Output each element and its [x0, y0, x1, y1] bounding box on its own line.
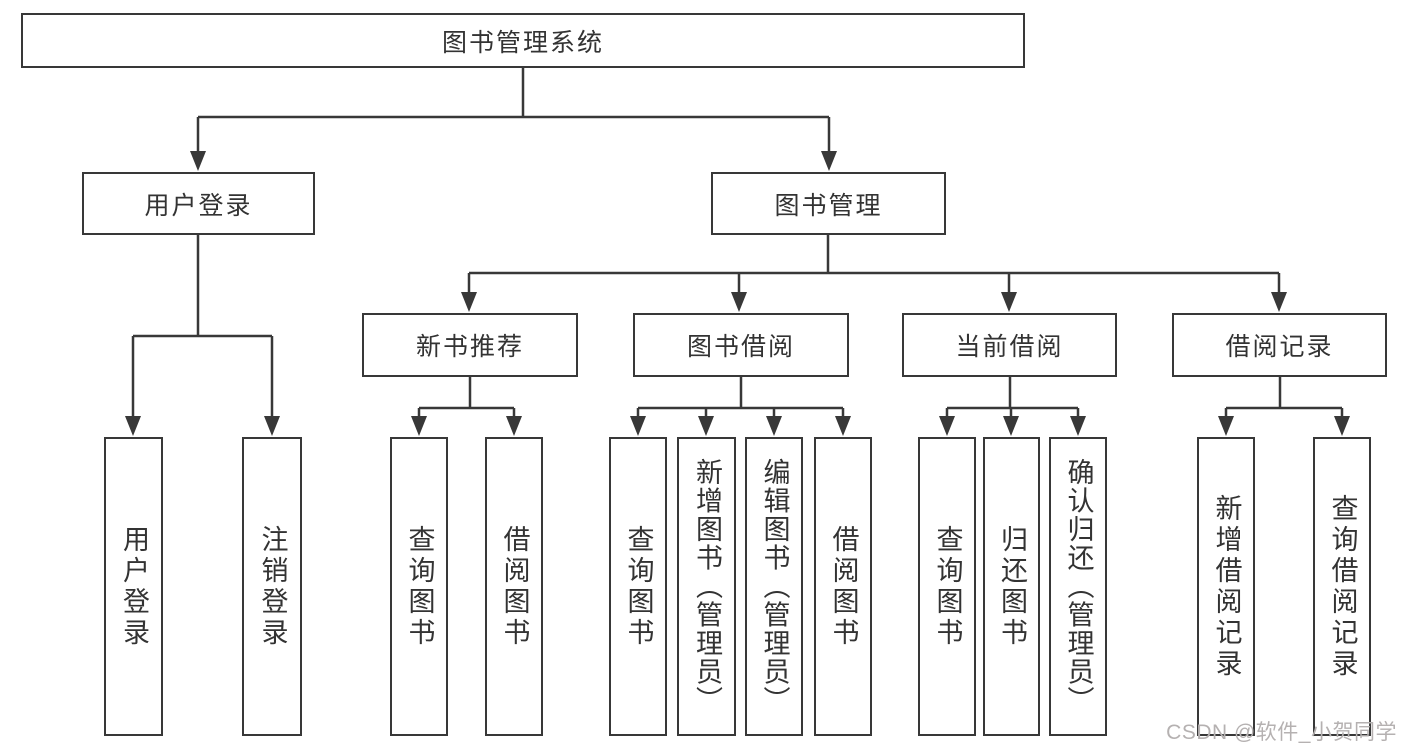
- leaf-add-book-admin: 新增图书（管理员）: [677, 437, 736, 736]
- node-current-borrowing: 当前借阅: [902, 313, 1117, 377]
- leaf-confirm-return-admin: 确认归还（管理员）: [1049, 437, 1107, 736]
- leaf-query-books-recommend: 查询图书: [390, 437, 448, 736]
- leaf-edit-book-admin: 编辑图书（管理员）: [745, 437, 803, 736]
- leaf-borrow-books-recommend: 借阅图书: [485, 437, 543, 736]
- arrowheads: [125, 151, 1350, 436]
- leaf-logout: 注销登录: [242, 437, 302, 736]
- leaf-query-books-borrow: 查询图书: [609, 437, 667, 736]
- node-book-borrowing: 图书借阅: [633, 313, 849, 377]
- leaf-query-borrow-record: 查询借阅记录: [1313, 437, 1371, 736]
- csdn-watermark: CSDN @软件_小贺同学: [1166, 721, 1397, 744]
- leaf-query-books-current: 查询图书: [918, 437, 976, 736]
- leaf-borrow-books: 借阅图书: [814, 437, 872, 736]
- leaf-user-login: 用户登录: [104, 437, 163, 736]
- leaf-return-book: 归还图书: [983, 437, 1040, 736]
- node-book-management: 图书管理: [711, 172, 946, 235]
- connector-paths: [131, 68, 1344, 420]
- node-new-book-recommendation: 新书推荐: [362, 313, 578, 377]
- leaf-add-borrow-record: 新增借阅记录: [1197, 437, 1255, 736]
- node-borrowing-records: 借阅记录: [1172, 313, 1387, 377]
- node-user-login: 用户登录: [82, 172, 315, 235]
- node-library-management-system: 图书管理系统: [21, 13, 1025, 68]
